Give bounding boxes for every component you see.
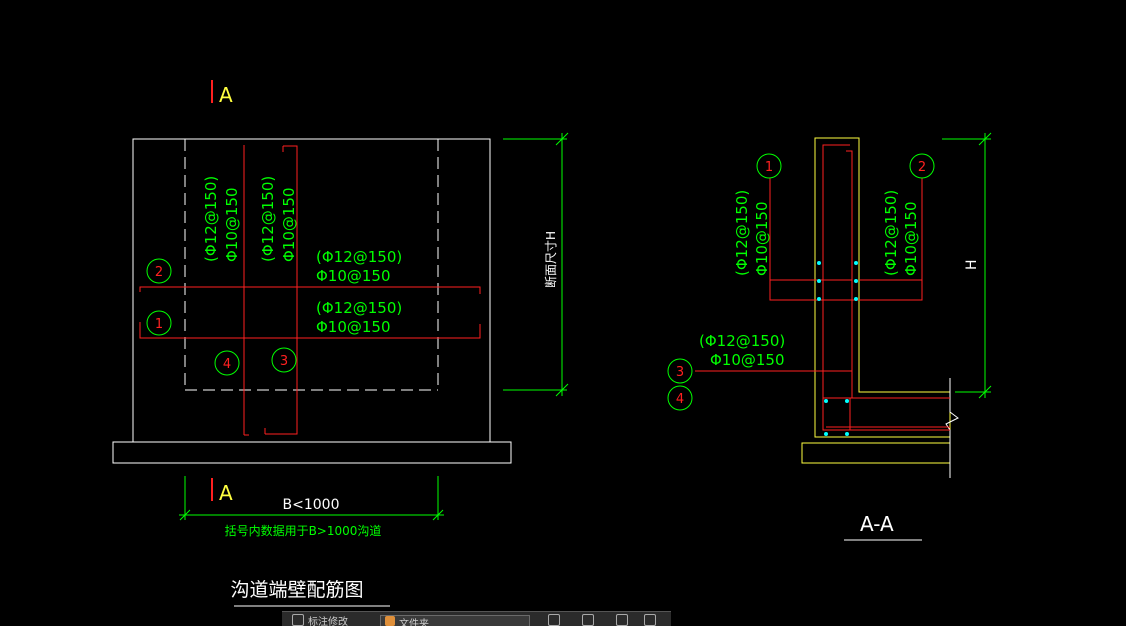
callout-2-text: 2 — [155, 265, 163, 280]
taskbar: 标注修改 文件夹 — [282, 611, 671, 626]
upload-icon[interactable] — [582, 614, 594, 626]
rebar-label-horiz-bot-bracket: (Φ12@150) — [316, 299, 402, 317]
section-callout-2: 2 — [909, 153, 935, 179]
section-rebar-bottom: Φ10@150 — [710, 351, 785, 369]
callout-3: 3 — [271, 347, 297, 373]
rebar-label-horiz-top: Φ10@150 — [316, 267, 391, 285]
section-rebar-right-bracket: (Φ12@150) — [882, 190, 900, 276]
section-rebar-left-bracket: (Φ12@150) — [733, 190, 751, 276]
section-base-slab — [801, 442, 950, 464]
rebar-label-horiz-top-bracket: (Φ12@150) — [316, 248, 402, 266]
horizontal-rebars — [139, 286, 481, 339]
section-height-dimension — [942, 132, 992, 399]
section-callout-3: 3 — [667, 358, 693, 384]
section-rebar-dots — [817, 261, 858, 436]
channel-dashed-outline — [184, 139, 439, 391]
copy-icon[interactable] — [616, 614, 628, 626]
section-break-lines — [945, 378, 959, 478]
drawing-title-left: 沟道端壁配筋图 — [230, 579, 363, 601]
vertical-rebars — [243, 145, 298, 436]
rebar-label-vert2: Φ10@150 — [280, 187, 298, 262]
section-corner-stirrup — [822, 397, 851, 431]
taskbar-item-annotation[interactable]: 标注修改 — [308, 617, 348, 626]
section-title: A-A — [860, 512, 894, 536]
width-dimension — [179, 476, 444, 521]
section-callout-4: 4 — [667, 385, 693, 411]
height-dimension — [503, 132, 569, 397]
callout-1: 1 — [146, 310, 172, 336]
callout-4-text: 4 — [223, 357, 231, 372]
section-callout-4-text: 4 — [676, 392, 684, 407]
end-wall-elevation: A (Φ12@150) Φ10@150 (Φ12@150) Φ10@150 — [112, 80, 569, 607]
edit-icon[interactable] — [548, 614, 560, 626]
base-slab-outline — [112, 441, 512, 464]
section-rebar-right: Φ10@150 — [902, 201, 920, 276]
rebar-label-horiz-bot: Φ10@150 — [316, 318, 391, 336]
callout-1-text: 1 — [155, 317, 163, 332]
section-rebar-bottom-bracket: (Φ12@150) — [699, 332, 785, 350]
rebar-label-vert1: Φ10@150 — [223, 187, 241, 262]
rebar-label-vert1-bracket: (Φ12@150) — [202, 176, 220, 262]
rebar-label-vert2-bracket: (Φ12@150) — [259, 176, 277, 262]
section-callout-1-text: 1 — [765, 160, 773, 175]
width-dimension-note: 括号内数据用于B>1000沟道 — [225, 523, 382, 538]
width-dimension-label: B<1000 — [283, 497, 340, 513]
print-icon[interactable] — [644, 614, 656, 626]
section-callout-3-text: 3 — [676, 365, 684, 380]
section-callout-2-text: 2 — [918, 160, 926, 175]
section-rebar-inner — [846, 150, 853, 392]
taskbar-item-folder: 文件夹 — [399, 619, 429, 626]
app-icon[interactable] — [292, 614, 304, 626]
section-rebar-outer — [822, 144, 950, 431]
end-wall-outline — [132, 138, 491, 443]
callout-3-text: 3 — [280, 354, 288, 369]
section-a-a: 1 2 3 4 (Φ12@150) Φ10@150 (Φ12@150) Φ10@… — [667, 132, 992, 541]
height-dimension-label: 断面尺寸H — [543, 231, 558, 288]
taskbar-item-folder-button[interactable]: 文件夹 — [380, 615, 530, 626]
callout-4: 4 — [214, 350, 240, 376]
section-callout-1: 1 — [756, 153, 782, 179]
section-mark-bottom: A — [219, 481, 233, 505]
section-concrete-outline — [814, 137, 951, 438]
section-rebar-left: Φ10@150 — [753, 201, 771, 276]
callout-2: 2 — [146, 258, 172, 284]
section-mark-top: A — [219, 83, 233, 107]
section-height-label: H — [964, 259, 980, 270]
